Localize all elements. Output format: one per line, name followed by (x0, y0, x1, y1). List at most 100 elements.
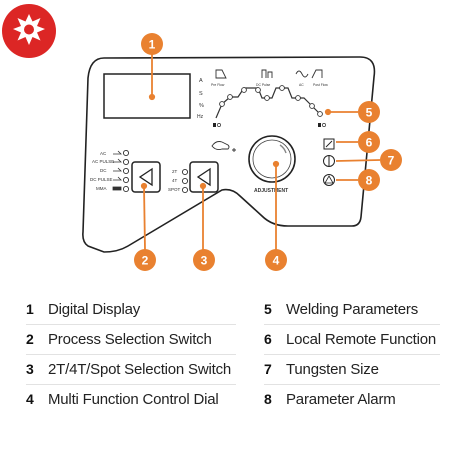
post-flow-icon (311, 69, 323, 79)
param-led (317, 111, 323, 117)
multi-function-control-dial[interactable] (248, 135, 296, 183)
param-led (264, 95, 270, 101)
trigger-led (181, 177, 189, 185)
svg-text:7: 7 (388, 154, 395, 168)
param-label: DC Pulse (256, 83, 270, 87)
svg-text:6: 6 (366, 136, 373, 150)
param-label: Pre Flow (211, 83, 225, 87)
svg-text:2: 2 (142, 254, 149, 268)
param-led (309, 103, 315, 109)
legend-number: 3 (26, 361, 34, 377)
process-label-dc-pulse: DC PULSE (90, 177, 113, 182)
process-led (122, 167, 130, 175)
legend-item-7: 7 Tungsten Size (264, 354, 440, 385)
legend-text: 2T/4T/Spot Selection Switch (48, 360, 232, 378)
process-led (122, 158, 130, 166)
trigger-selection-switch[interactable] (189, 161, 219, 193)
svg-text:4: 4 (273, 254, 280, 268)
trigger-label-4t: 4T (172, 178, 178, 183)
param-label: Post Flow (313, 83, 328, 87)
param-label: AC (299, 83, 304, 87)
process-leds (122, 149, 130, 193)
legend-number: 6 (264, 331, 272, 347)
param-led (217, 123, 221, 127)
legend-number: 4 (26, 391, 34, 407)
tungsten-size-indicator (323, 155, 335, 167)
legend-item-1: 1 Digital Display (26, 294, 236, 325)
legend-text: Multi Function Control Dial (48, 390, 219, 408)
legend-number: 2 (26, 331, 34, 347)
process-led (122, 185, 130, 193)
legend-number: 1 (26, 301, 34, 317)
welding-parameters-waveform (213, 85, 326, 127)
legend-number: 8 (264, 391, 272, 407)
process-symbols (112, 150, 122, 191)
trigger-leds (181, 168, 189, 194)
remote-icon (325, 140, 333, 148)
parameter-alarm-indicator (323, 174, 335, 186)
process-led (122, 176, 130, 184)
gear-icon (13, 14, 45, 45)
legend-item-3: 3 2T/4T/Spot Selection Switch (26, 354, 236, 385)
legend-item-8: 8 Parameter Alarm (264, 384, 440, 414)
trigger-led (181, 168, 189, 176)
process-label-dc: DC (100, 168, 107, 173)
display-unit-labels: A S % Hz (197, 78, 204, 120)
control-panel-diagram: A S % Hz Pre Flow DC Pulse AC Post Flow (2, 4, 402, 271)
process-selection-switch[interactable] (131, 161, 161, 193)
trigger-labels: 2T 4T SPOT (168, 169, 181, 192)
callout-2: 2 (134, 249, 156, 271)
process-led (122, 149, 130, 157)
legend-text: Welding Parameters (286, 300, 419, 318)
param-led (255, 87, 261, 93)
arrow-left-icon (138, 167, 153, 187)
legend-text: Digital Display (48, 300, 141, 318)
trigger-led (181, 186, 189, 194)
ac-icon (295, 70, 309, 78)
trigger-label-spot: SPOT (168, 187, 181, 192)
trigger-label-2t: 2T (172, 169, 178, 174)
callout-5: 5 (358, 101, 380, 123)
unit-label: S (199, 91, 203, 97)
param-led (279, 85, 285, 91)
unit-label: % (199, 103, 204, 109)
callout-1: 1 (141, 33, 163, 55)
process-label-ac-pulse: AC PULSE (92, 159, 114, 164)
callout-leaders (140, 52, 381, 251)
svg-text:3: 3 (201, 254, 208, 268)
legend-text: Parameter Alarm (286, 390, 396, 408)
callout-7: 7 (380, 149, 402, 171)
legend-text: Local Remote Function (286, 330, 437, 348)
process-labels: AC AC PULSE DC DC PULSE MMA (90, 151, 114, 191)
param-led (295, 95, 301, 101)
brand-logo (2, 4, 56, 58)
local-remote-indicator (323, 138, 335, 150)
callout-4: 4 (265, 249, 287, 271)
dc-pulse-icon (261, 69, 273, 78)
param-led (241, 87, 247, 93)
param-marker (213, 123, 216, 127)
digital-display (103, 73, 191, 119)
arrow-left-icon (196, 167, 211, 187)
legend-item-5: 5 Welding Parameters (264, 294, 440, 325)
callout-8: 8 (358, 169, 380, 191)
legend-item-6: 6 Local Remote Function (264, 324, 440, 355)
panel-outline (82, 56, 376, 253)
warning-triangle-icon (324, 175, 334, 184)
svg-text:8: 8 (366, 174, 373, 188)
legend-text: Tungsten Size (286, 360, 379, 378)
process-label-ac: AC (100, 151, 107, 156)
legend-number: 7 (264, 361, 272, 377)
param-marker (318, 123, 321, 127)
legend-text: Process Selection Switch (48, 330, 212, 348)
callout-3: 3 (193, 249, 215, 271)
legend-item-4: 4 Multi Function Control Dial (26, 384, 236, 414)
svg-text:1: 1 (149, 38, 156, 52)
unit-label: Hz (197, 114, 204, 120)
callout-6: 6 (358, 131, 380, 153)
legend-item-2: 2 Process Selection Switch (26, 324, 236, 355)
param-icons (215, 69, 323, 79)
svg-text:5: 5 (366, 106, 373, 120)
pre-flow-icon (215, 69, 227, 79)
param-led (227, 94, 233, 100)
